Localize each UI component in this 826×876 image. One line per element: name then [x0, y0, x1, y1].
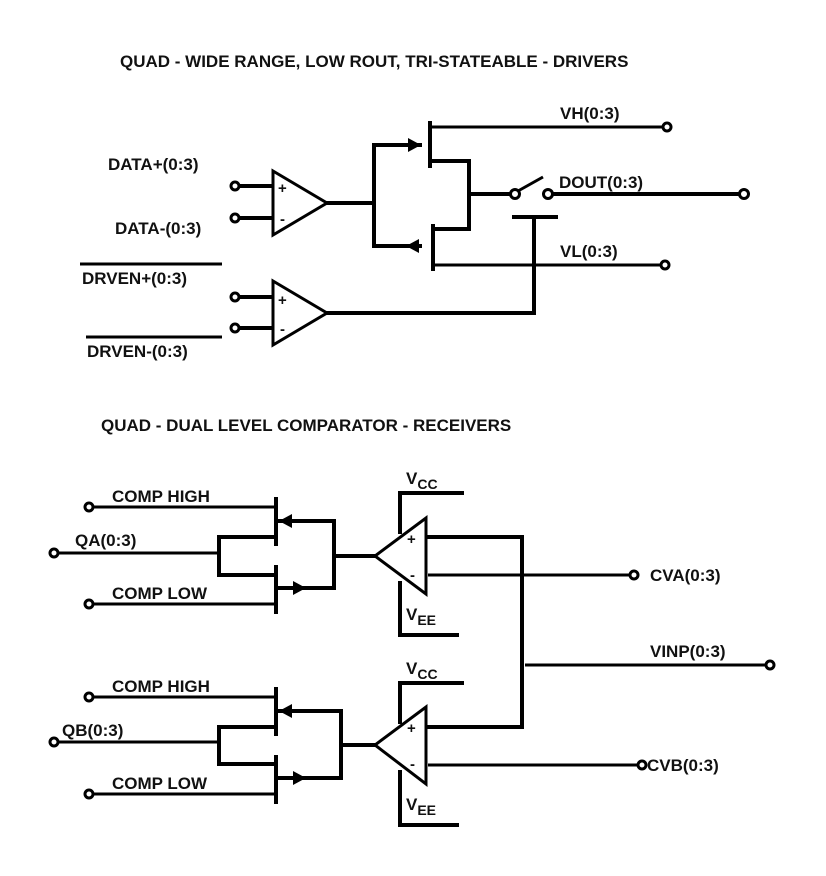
vcc-main-a: V — [406, 469, 418, 488]
drivers-title: QUAD - WIDE RANGE, LOW ROUT, TRI-STATEAB… — [120, 52, 628, 71]
label-data-plus: DATA+(0:3) — [108, 155, 199, 174]
pin-comp-low-a[interactable] — [83, 598, 95, 610]
tristate-switch — [325, 175, 558, 315]
vee-sub-b: EE — [417, 802, 436, 818]
label-data-minus: DATA-(0:3) — [115, 219, 201, 238]
receiver-channel-a: COMP HIGH QA(0:3) COMP LOW + - VCC VEE C… — [48, 469, 721, 637]
comp-a-plus: + — [407, 531, 416, 548]
arrow-low-a — [293, 581, 306, 595]
vcc-rail-b — [398, 681, 464, 724]
drven-amp-plus: + — [278, 292, 287, 309]
label-drven-plus: DRVEN+(0:3) — [82, 269, 187, 288]
label-vl: VL(0:3) — [560, 242, 618, 261]
pin-cvb[interactable] — [636, 759, 648, 771]
pin-vh[interactable] — [661, 121, 673, 133]
arrow-lower-fet — [406, 239, 419, 253]
arrow-low-b — [293, 771, 306, 785]
pin-drven-minus[interactable] — [229, 322, 241, 334]
wire-enable-control — [325, 215, 536, 315]
comp-a-minus: - — [410, 567, 415, 584]
pin-data-plus[interactable] — [229, 180, 241, 192]
label-comp-low-b: COMP LOW — [112, 774, 208, 793]
data-amp-minus: - — [280, 211, 285, 228]
drven-amp-minus: - — [280, 321, 285, 338]
label-comp-low-a: COMP LOW — [112, 584, 208, 603]
vee-main-a: V — [406, 605, 418, 624]
vcc-label-b: VCC — [406, 659, 438, 682]
vcc-label-a: VCC — [406, 469, 438, 492]
switch-contact-left — [509, 188, 521, 200]
label-comp-high-b: COMP HIGH — [112, 677, 210, 696]
wire-qb-split — [217, 725, 277, 766]
label-qa: QA(0:3) — [75, 531, 136, 550]
comp-b-minus: - — [410, 756, 415, 773]
drven-amp-triangle — [271, 278, 330, 348]
vcc-main-b: V — [406, 659, 418, 678]
arrow-high-a — [279, 514, 292, 528]
pin-cva[interactable] — [628, 569, 640, 581]
label-vh: VH(0:3) — [560, 104, 620, 123]
pin-comp-low-b[interactable] — [83, 788, 95, 800]
pin-vl[interactable] — [659, 259, 671, 271]
data-amp-triangle — [271, 168, 330, 238]
pin-drven-plus[interactable] — [229, 291, 241, 303]
pin-qb[interactable] — [48, 736, 60, 748]
comparator-b-triangle — [372, 704, 428, 788]
data-amp-plus: + — [278, 180, 287, 197]
wire-fet-sources-a — [278, 519, 336, 590]
pin-qa[interactable] — [48, 547, 60, 559]
vee-label-a: VEE — [406, 605, 436, 628]
switch-blade — [517, 175, 544, 193]
comp-b-plus: + — [407, 720, 416, 737]
data-amplifier: + - — [238, 168, 330, 238]
pin-dout[interactable] — [738, 188, 750, 200]
arrow-high-b — [279, 704, 292, 718]
wire-drain-junction — [430, 159, 471, 231]
wire-gate-bus — [372, 143, 422, 248]
receivers-title: QUAD - DUAL LEVEL COMPARATOR - RECEIVERS — [101, 416, 511, 435]
label-comp-high-a: COMP HIGH — [112, 487, 210, 506]
drven-amplifier: + - — [238, 278, 330, 348]
vee-rail-b — [398, 770, 459, 827]
vcc-sub-a: CC — [417, 476, 437, 492]
arrow-upper-fet — [408, 138, 421, 152]
comparator-a-triangle — [372, 515, 428, 597]
label-drven-minus: DRVEN-(0:3) — [87, 342, 188, 361]
pin-vinp[interactable] — [764, 659, 776, 671]
label-cva: CVA(0:3) — [650, 566, 721, 585]
vcc-rail-a — [398, 491, 464, 534]
label-qb: QB(0:3) — [62, 721, 123, 740]
pin-comp-high-a[interactable] — [83, 501, 95, 513]
pin-comp-high-b[interactable] — [83, 691, 95, 703]
vee-sub-a: EE — [417, 612, 436, 628]
label-vinp: VINP(0:3) — [650, 642, 726, 661]
receiver-channel-b: COMP HIGH QB(0:3) COMP LOW + - VCC VEE C… — [48, 659, 719, 827]
vee-label-b: VEE — [406, 795, 436, 818]
label-cvb: CVB(0:3) — [647, 756, 719, 775]
label-dout: DOUT(0:3) — [559, 173, 643, 192]
pin-data-minus[interactable] — [229, 212, 241, 224]
wire-qa-split — [217, 535, 277, 577]
wire-fet-sources-b — [278, 709, 343, 780]
vee-main-b: V — [406, 795, 418, 814]
vee-rail-a — [398, 581, 459, 637]
vcc-sub-b: CC — [417, 666, 437, 682]
